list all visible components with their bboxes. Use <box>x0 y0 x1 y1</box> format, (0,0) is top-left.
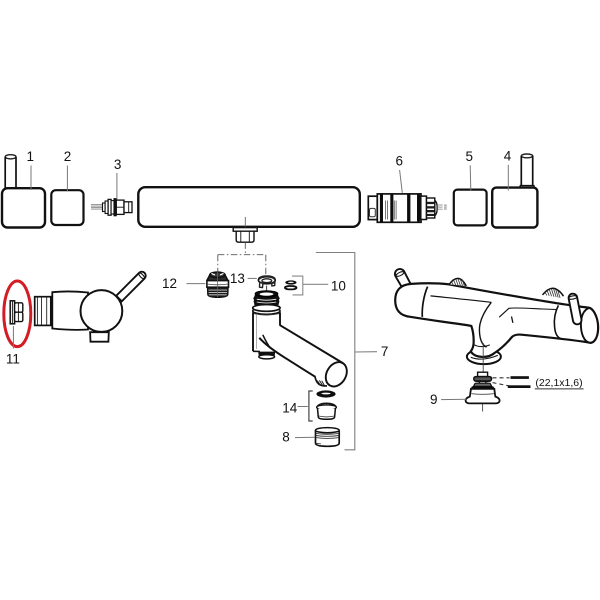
svg-text:10: 10 <box>331 278 346 293</box>
svg-text:(22,1x1,6): (22,1x1,6) <box>535 377 582 389</box>
svg-text:14: 14 <box>282 400 298 415</box>
svg-text:6: 6 <box>395 154 403 169</box>
svg-text:8: 8 <box>282 430 290 445</box>
svg-text:5: 5 <box>466 149 474 164</box>
svg-text:11: 11 <box>6 352 20 367</box>
svg-text:4: 4 <box>504 148 512 163</box>
svg-text:1: 1 <box>27 149 35 164</box>
svg-text:9: 9 <box>430 392 438 407</box>
svg-text:7: 7 <box>381 344 389 359</box>
svg-text:13: 13 <box>230 271 245 286</box>
svg-text:12: 12 <box>162 276 177 291</box>
svg-text:3: 3 <box>114 157 122 172</box>
svg-text:2: 2 <box>64 149 72 164</box>
